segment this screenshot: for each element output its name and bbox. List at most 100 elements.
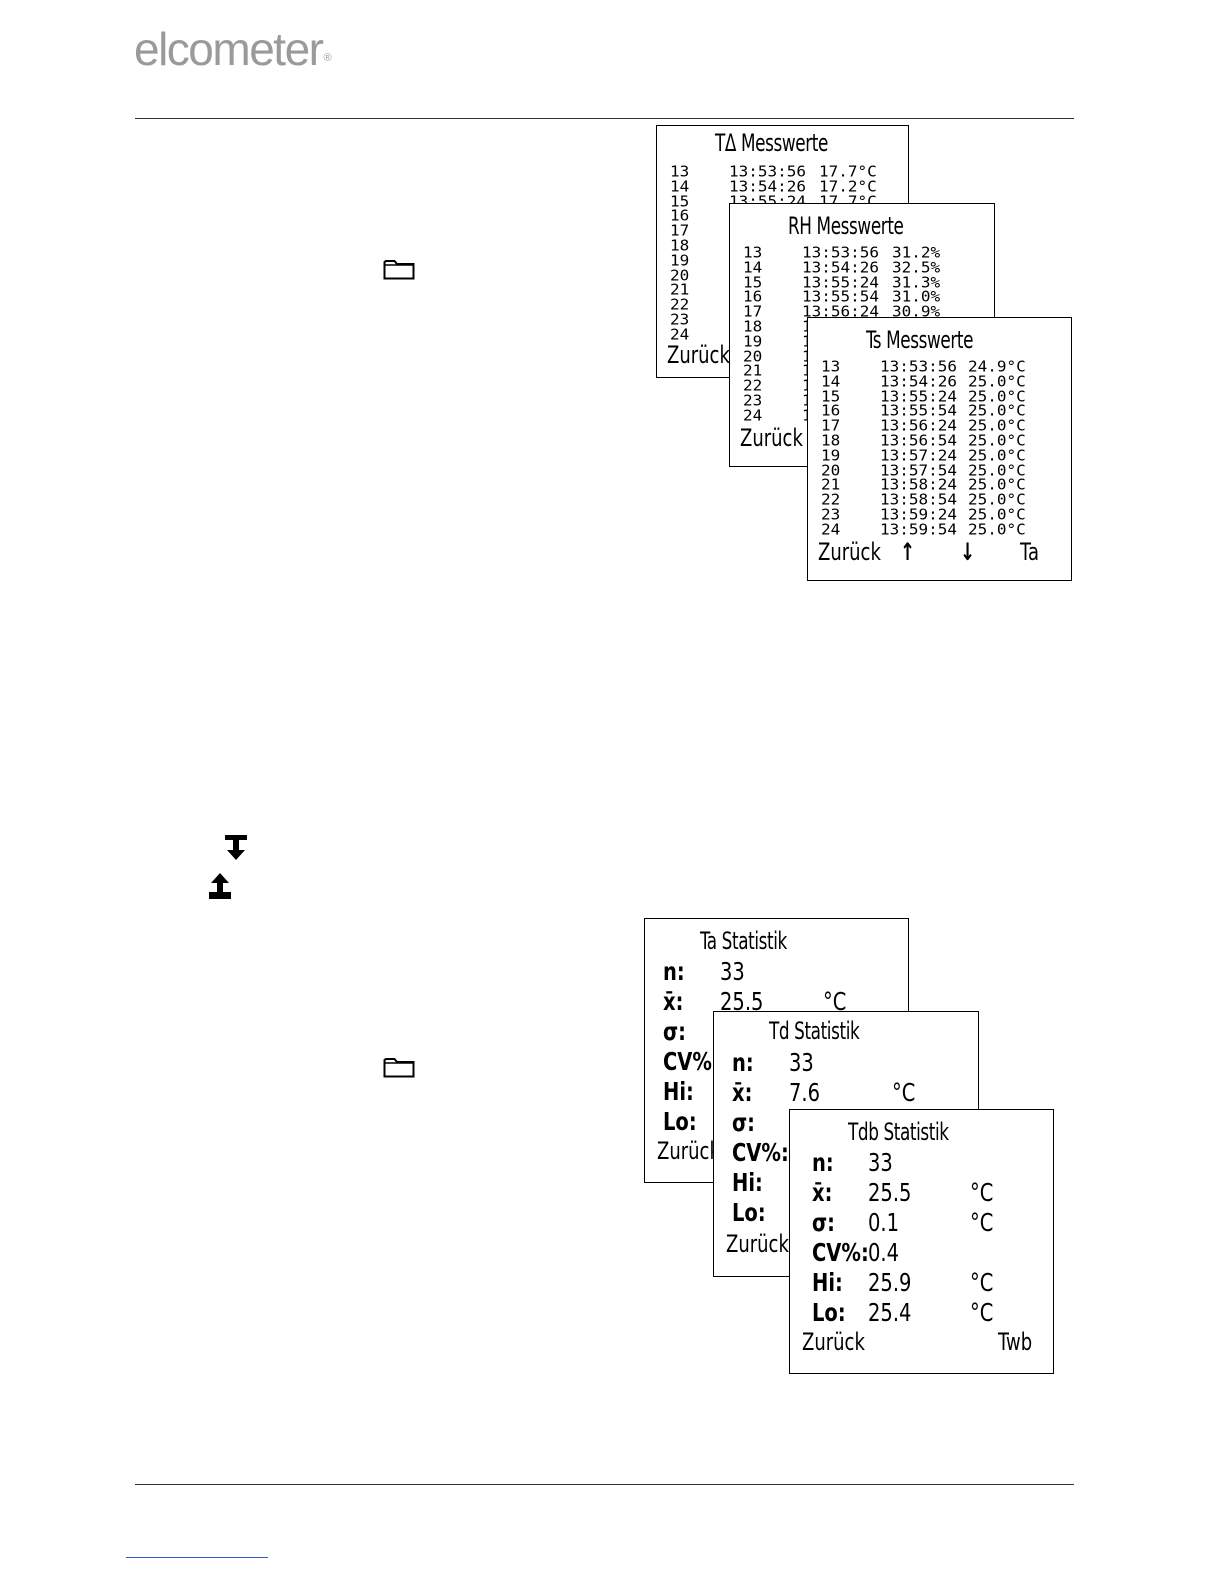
elcometer-logo: elcometer® <box>134 22 331 76</box>
reading-time: 13:54:26 <box>729 177 807 196</box>
reading-value: 25.0°C <box>968 475 1026 494</box>
stat-unit: °C <box>970 1268 994 1297</box>
registered-mark: ® <box>323 52 331 64</box>
reading-number: 24 <box>743 406 763 425</box>
stat-label: x̄: <box>663 987 684 1016</box>
reading-value: 25.0°C <box>968 446 1026 465</box>
stat-label: Hi: <box>663 1077 694 1106</box>
reading-time: 1 <box>802 319 812 334</box>
stat-label: Hi: <box>812 1268 843 1297</box>
reading-value: 25.0°C <box>968 416 1026 435</box>
reading-time: 1 <box>802 348 812 363</box>
reading-value: 24.9°C <box>968 357 1026 376</box>
stat-label: n: <box>812 1148 834 1177</box>
folder-icon <box>383 1058 415 1078</box>
reading-number: 14 <box>743 258 763 277</box>
reading-value: 31.3% <box>892 273 941 292</box>
reading-number: 20 <box>821 461 841 480</box>
screen-title: Td Statistik <box>769 1017 860 1045</box>
reading-number: 20 <box>670 266 690 285</box>
reading-number: 21 <box>821 475 841 494</box>
stat-unit: °C <box>970 1208 994 1237</box>
stat-value: 25.4 <box>868 1298 912 1327</box>
reading-time: 1 <box>802 378 812 393</box>
reading-time: 13:59:24 <box>880 505 958 524</box>
stat-unit: °C <box>892 1078 916 1107</box>
screen-title: RH Messwerte <box>788 212 904 240</box>
stat-label: σ: <box>663 1017 686 1046</box>
next-softkey: Twb <box>998 1328 1033 1356</box>
screen-title: Ta Statistik <box>700 927 787 955</box>
reading-time: 13:53:56 <box>729 162 807 181</box>
reading-time: 13:55:54 <box>802 287 880 306</box>
reading-number: 22 <box>743 376 763 395</box>
reading-value: 31.2% <box>892 243 941 262</box>
stat-value: 33 <box>868 1148 893 1177</box>
next-softkey: Ta <box>1020 538 1040 566</box>
reading-number: 13 <box>821 357 841 376</box>
reading-number: 16 <box>821 401 841 420</box>
reading-number: 20 <box>743 347 763 366</box>
reading-number: 19 <box>821 446 841 465</box>
reading-time: 13:54:26 <box>802 258 880 277</box>
stat-unit: °C <box>970 1298 994 1327</box>
reading-value: 25.0°C <box>968 461 1026 480</box>
reading-time: 13:54:26 <box>880 372 958 391</box>
stat-label: CV%: <box>812 1238 869 1267</box>
stat-label: n: <box>663 957 685 986</box>
reading-time: 13:55:24 <box>802 273 880 292</box>
reading-time: 13:53:56 <box>802 243 880 262</box>
stat-label: x̄: <box>732 1078 753 1107</box>
reading-value: 25.0°C <box>968 520 1026 539</box>
stat-label: x̄: <box>812 1178 833 1207</box>
reading-number: 19 <box>743 332 763 351</box>
reading-number: 13 <box>743 243 763 262</box>
reading-number: 15 <box>821 387 841 406</box>
stat-label: Lo: <box>732 1198 766 1227</box>
back-softkey: Zurück <box>667 341 730 369</box>
down-arrow-to-bar-icon <box>225 835 247 860</box>
reading-number: 24 <box>670 325 690 344</box>
back-softkey: Zurück <box>726 1230 789 1258</box>
stat-label: σ: <box>812 1208 835 1237</box>
reading-time: 1 <box>802 393 812 408</box>
stat-label: Lo: <box>663 1107 697 1136</box>
reading-time: 13:53:56 <box>880 357 958 376</box>
stat-value: 25.9 <box>868 1268 912 1297</box>
reading-time: 1 <box>802 334 812 349</box>
reading-number: 21 <box>670 280 690 299</box>
footer-divider <box>135 1484 1074 1485</box>
stat-label: CV%: <box>663 1047 720 1076</box>
up-arrow-from-bar-icon <box>209 873 231 899</box>
reading-number: 18 <box>743 317 763 336</box>
reading-number: 14 <box>821 372 841 391</box>
stat-value: 7.6 <box>789 1078 821 1107</box>
reading-number: 17 <box>821 416 841 435</box>
reading-time: 13:55:54 <box>880 401 958 420</box>
scroll-up-softkey: ↑ <box>900 538 916 566</box>
stat-value: 0.1 <box>868 1208 900 1237</box>
reading-time: 13:57:54 <box>880 461 958 480</box>
stat-unit: °C <box>823 987 847 1016</box>
stat-label: Hi: <box>732 1168 763 1197</box>
stat-label: CV%: <box>732 1138 789 1167</box>
reading-time: 13:58:54 <box>880 490 958 509</box>
back-softkey: Zurück <box>740 424 803 452</box>
reading-number: 16 <box>743 287 763 306</box>
reading-time: 13:58:24 <box>880 475 958 494</box>
readings-screen-ts: Ts Messwerte 13 13:53:56 24.9°C 14 13:54:26 25… <box>807 317 1072 581</box>
screen-title: TΔ Messwerte <box>715 129 828 157</box>
reading-value: 25.0°C <box>968 505 1026 524</box>
reading-value: 25.0°C <box>968 490 1026 509</box>
stat-unit: °C <box>970 1178 994 1207</box>
reading-number: 18 <box>670 236 690 255</box>
reading-time: 1 <box>802 408 812 423</box>
reading-number: 19 <box>670 251 690 270</box>
stat-value: 33 <box>789 1048 814 1077</box>
reading-number: 16 <box>670 206 690 225</box>
reading-number: 14 <box>670 177 690 196</box>
screen-title: Ts Messwerte <box>866 326 974 354</box>
reading-number: 23 <box>743 391 763 410</box>
reading-value: 25.0°C <box>968 431 1026 450</box>
